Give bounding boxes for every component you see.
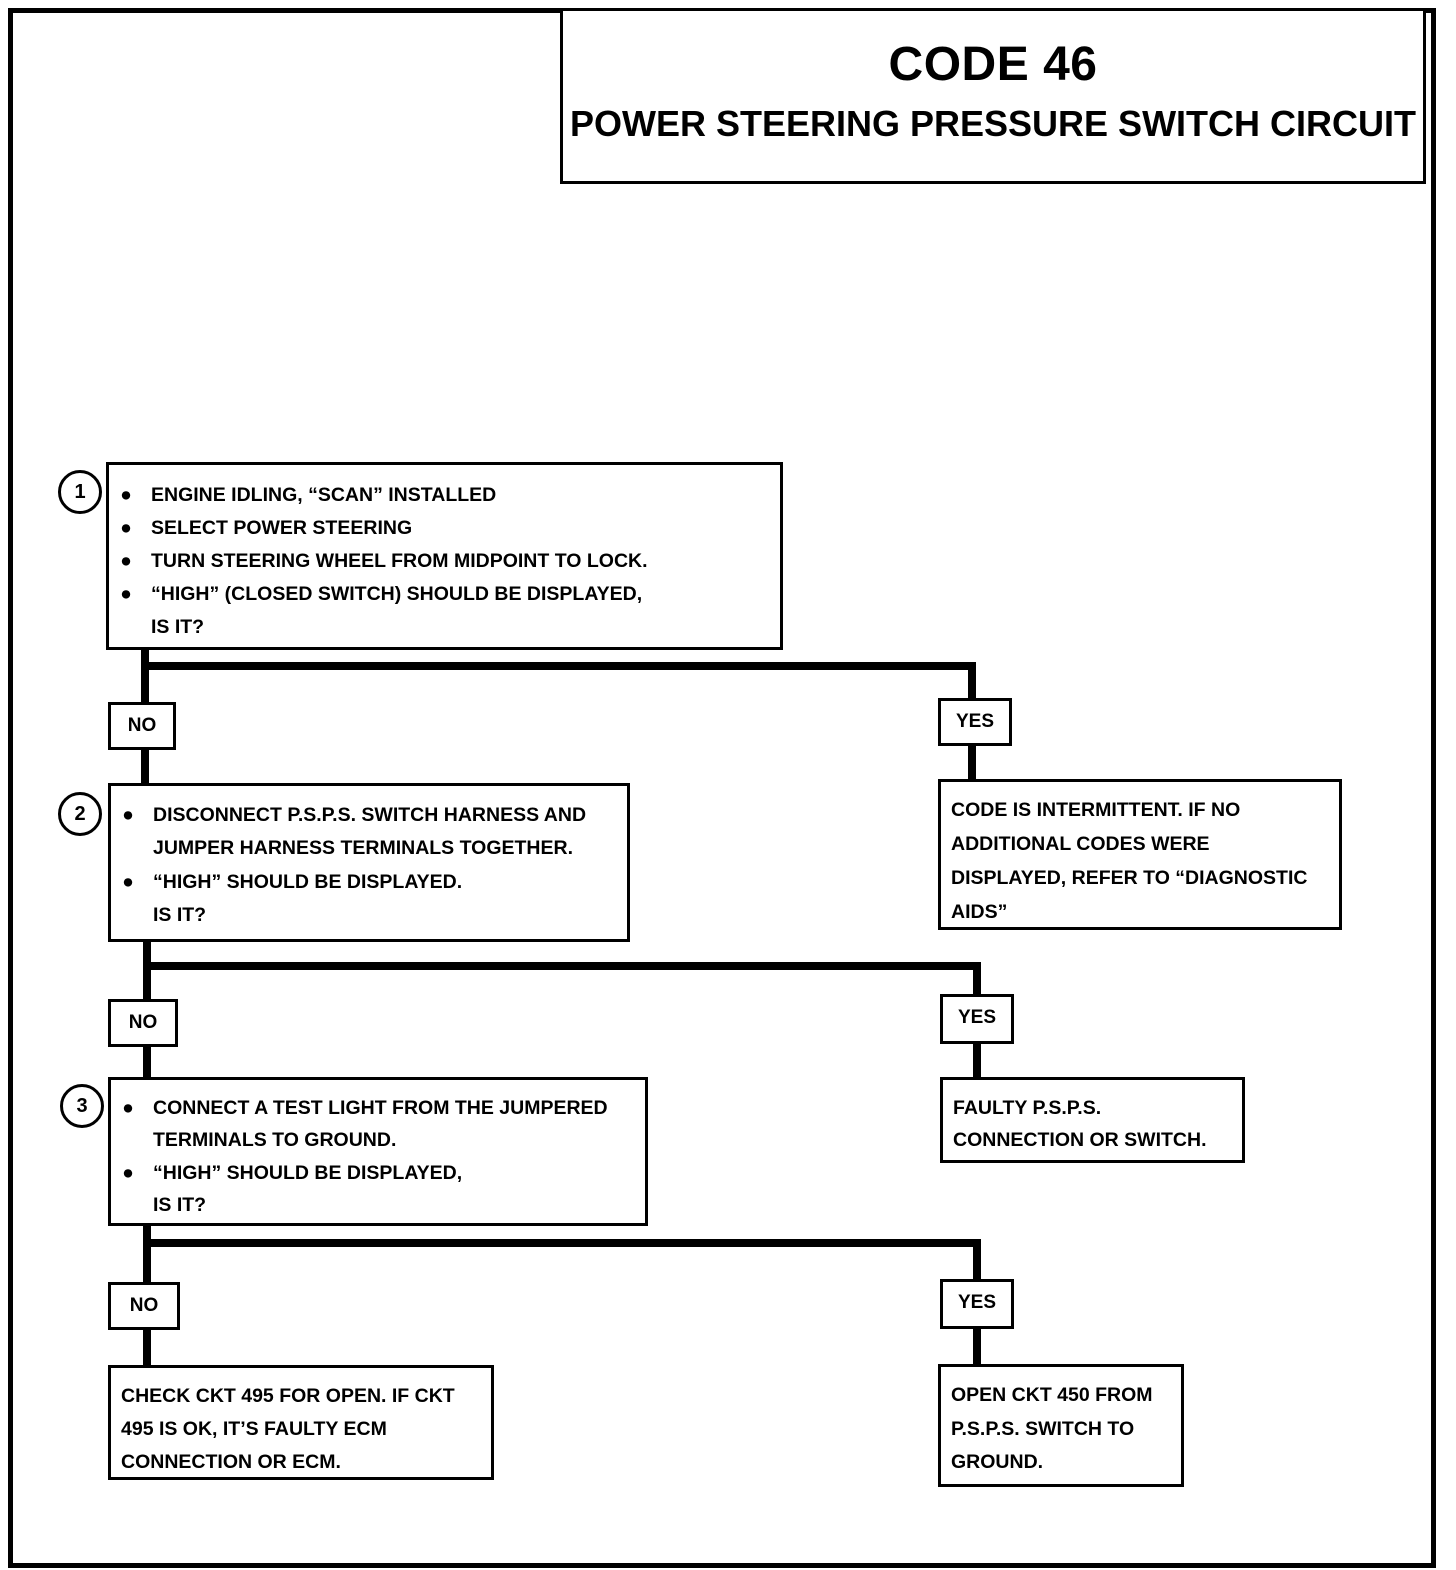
step-1-line-2: SELECT POWER STEERING	[151, 517, 413, 539]
result-step-3-yes: OPEN CKT 450 FROM P.S.P.S. SWITCH TO GRO…	[938, 1364, 1184, 1487]
step-3-box: ● CONNECT A TEST LIGHT FROM THE JUMPERED…	[108, 1077, 648, 1226]
step-3-no-label: NO	[108, 1282, 180, 1330]
connector-step2-split	[143, 962, 981, 1000]
bullet-icon: ●	[122, 1162, 134, 1184]
step-3-line-4: IS IT?	[153, 1194, 207, 1216]
result-line: 495 IS OK, IT’S FAULTY ECM	[121, 1418, 387, 1440]
connector-step1-split	[141, 662, 976, 704]
result-step-1-yes: CODE IS INTERMITTENT. IF NO ADDITIONAL C…	[938, 779, 1342, 930]
result-line: CHECK CKT 495 FOR OPEN. IF CKT	[121, 1385, 455, 1407]
step-1-no-label: NO	[108, 702, 176, 750]
step-2-number-badge: 2	[58, 792, 102, 836]
step-2-box: ● DISCONNECT P.S.P.S. SWITCH HARNESS AND…	[108, 783, 630, 942]
step-3-yes-label: YES	[940, 1279, 1014, 1329]
step-1-line-1: ENGINE IDLING, “SCAN” INSTALLED	[151, 484, 497, 506]
result-step-2-yes: FAULTY P.S.P.S. CONNECTION OR SWITCH.	[940, 1077, 1245, 1163]
bullet-icon: ●	[122, 804, 134, 826]
page-subtitle: POWER STEERING PRESSURE SWITCH CIRCUIT	[569, 103, 1417, 144]
result-line: AIDS”	[951, 901, 1008, 923]
result-line: FAULTY P.S.P.S.	[953, 1097, 1102, 1119]
bullet-icon: ●	[120, 484, 132, 506]
result-line: GROUND.	[951, 1451, 1044, 1473]
result-line: ADDITIONAL CODES WERE	[951, 833, 1210, 855]
page-title: CODE 46	[888, 38, 1098, 91]
step-1-box: ● ENGINE IDLING, “SCAN” INSTALLED ● SELE…	[106, 462, 783, 650]
result-line: DISPLAYED, REFER TO “DIAGNOSTIC	[951, 867, 1308, 889]
step-3-number-badge: 3	[60, 1084, 104, 1128]
step-2-line-2: JUMPER HARNESS TERMINALS TOGETHER.	[153, 837, 574, 859]
step-1-line-3: TURN STEERING WHEEL FROM MIDPOINT TO LOC…	[151, 550, 648, 572]
title-box: CODE 46 POWER STEERING PRESSURE SWITCH C…	[560, 8, 1426, 184]
step-1-line-5: IS IT?	[151, 616, 205, 638]
result-line: CODE IS INTERMITTENT. IF NO	[951, 799, 1241, 821]
step-3-line-3: “HIGH” SHOULD BE DISPLAYED,	[153, 1162, 463, 1184]
result-line: OPEN CKT 450 FROM	[951, 1384, 1153, 1406]
step-2-line-3: “HIGH” SHOULD BE DISPLAYED.	[153, 871, 463, 893]
step-1-yes-label: YES	[938, 698, 1012, 746]
bullet-icon: ●	[120, 550, 132, 572]
step-3-line-1: CONNECT A TEST LIGHT FROM THE JUMPERED	[153, 1097, 608, 1119]
result-line: CONNECTION OR SWITCH.	[953, 1129, 1207, 1151]
step-1-line-4: “HIGH” (CLOSED SWITCH) SHOULD BE DISPLAY…	[151, 583, 643, 605]
result-line: P.S.P.S. SWITCH TO	[951, 1418, 1135, 1440]
bullet-icon: ●	[120, 583, 132, 605]
step-2-line-1: DISCONNECT P.S.P.S. SWITCH HARNESS AND	[153, 804, 587, 826]
step-3-line-2: TERMINALS TO GROUND.	[153, 1129, 397, 1151]
bullet-icon: ●	[120, 517, 132, 539]
step-2-yes-label: YES	[940, 994, 1014, 1044]
bullet-icon: ●	[122, 1097, 134, 1119]
bullet-icon: ●	[122, 871, 134, 893]
result-step-3-no: CHECK CKT 495 FOR OPEN. IF CKT 495 IS OK…	[108, 1365, 494, 1480]
step-2-line-4: IS IT?	[153, 904, 207, 926]
connector-step3-split	[143, 1239, 981, 1285]
step-1-number-badge: 1	[58, 470, 102, 514]
step-2-no-label: NO	[108, 999, 178, 1047]
result-line: CONNECTION OR ECM.	[121, 1451, 341, 1473]
